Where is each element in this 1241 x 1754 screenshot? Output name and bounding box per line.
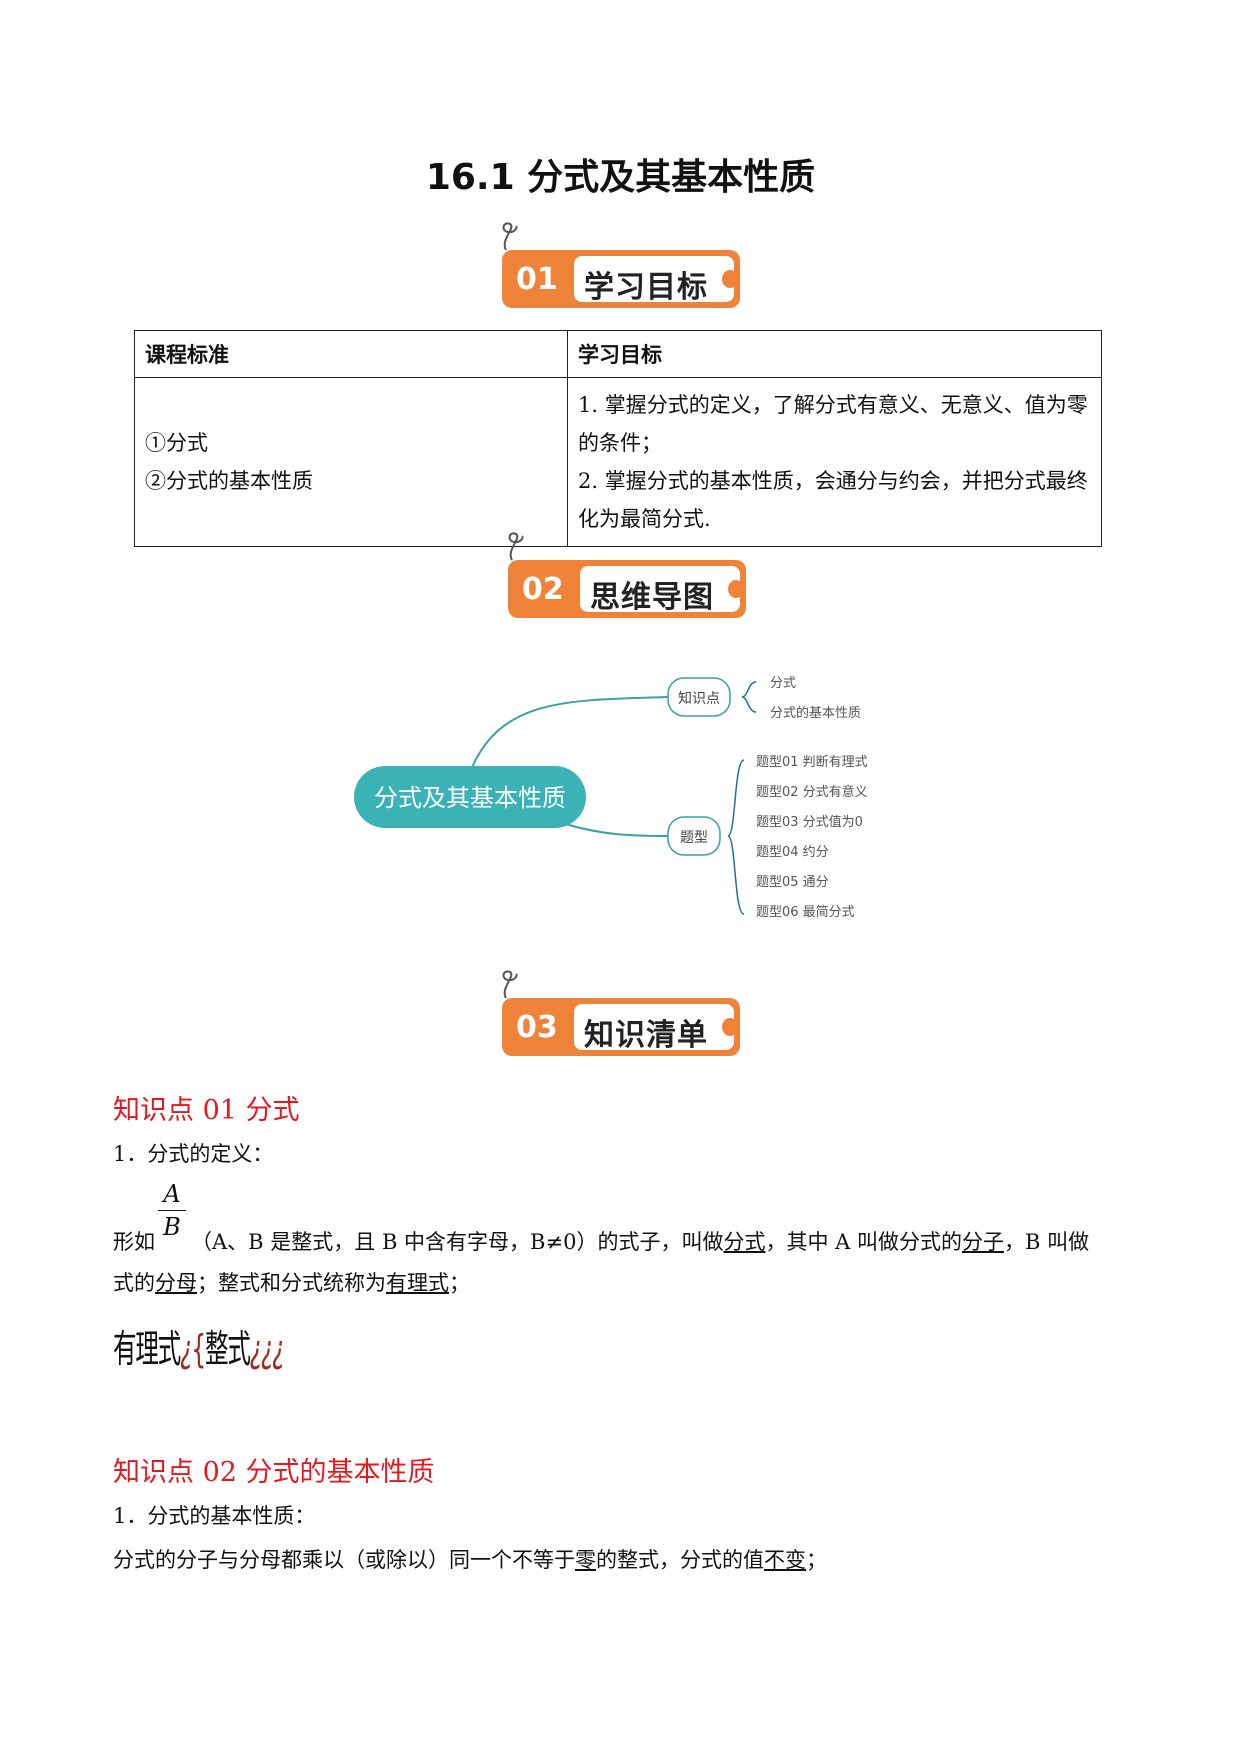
table-header-standard: 课程标准	[134, 330, 568, 378]
fraction-a-over-b: A B	[158, 1180, 186, 1241]
underlined-term: 不变	[764, 1548, 806, 1572]
text-span: ¿¿¿	[249, 1327, 285, 1371]
table-header-objective: 学习目标	[567, 330, 1102, 378]
section-label: 学习目标	[584, 270, 708, 305]
standard-line: ①分式	[145, 431, 208, 455]
kp1-definition-line2: 式的分母；整式和分式统称为有理式；	[113, 1263, 470, 1303]
mind-map-leaf: 题型04 约分	[756, 845, 829, 860]
brace-glyph: {	[191, 1327, 206, 1371]
kp1-item: 1．分式的定义：	[113, 1142, 274, 1166]
text-span: ；整式和分式统称为	[197, 1271, 386, 1295]
mind-map-leaf: 题型05 通分	[756, 875, 829, 890]
mind-map-root	[354, 766, 586, 828]
section-label: 知识清单	[584, 1018, 708, 1053]
section-badge-mindmap: 02 思维导图	[508, 532, 746, 618]
curl-icon	[502, 222, 518, 251]
section-label: 思维导图	[590, 580, 714, 615]
standard-line: ②分式的基本性质	[145, 469, 313, 493]
text-span: 整式	[204, 1327, 251, 1371]
mind-map-branch	[667, 816, 721, 856]
text-span: ，B 叫做	[1003, 1230, 1090, 1254]
text-span: （A、B 是整式，且 B 中含有字母，B≠0）的式子，叫做	[191, 1230, 724, 1254]
section-number: 02	[522, 572, 564, 607]
mind-map-leaf: 题型02 分式有意义	[756, 784, 868, 800]
underlined-term: 分式	[723, 1230, 766, 1254]
mind-map-root-label: 分式及其基本性质	[374, 784, 566, 812]
mind-map-branch-label: 知识点	[678, 690, 720, 707]
mind-map-branch-label: 题型	[680, 830, 708, 846]
kp1-definition-line1: 形如 （A、B 是整式，且 B 中含有字母，B≠0）的式子，叫做分式，其中 A 叫…	[113, 1222, 1089, 1262]
fraction-denominator: B	[163, 1213, 181, 1241]
text-span: 式的	[113, 1271, 155, 1295]
fraction-numerator: A	[163, 1180, 181, 1208]
page-title: 16.1 分式及其基本性质	[425, 157, 816, 198]
text-span: 分式的分子与分母都乘以（或除以）同一个不等于	[113, 1548, 575, 1572]
table-cell-objectives: 1. 掌握分式的定义，了解分式有意义、无意义、值为零的条件； 2. 掌握分式的基…	[567, 377, 1102, 547]
mind-map-leaf: 题型03 分式值为0	[756, 814, 863, 830]
section-badge-knowledge: 03 知识清单	[502, 970, 740, 1056]
underlined-term: 零	[575, 1548, 596, 1572]
mind-map-branch	[667, 677, 731, 717]
underlined-term: 分母	[155, 1271, 197, 1295]
standards-table: 课程标准 学习目标 ①分式 ②分式的基本性质 1. 掌握分式的定义，了解分式有意…	[134, 330, 1102, 547]
text-span: ；	[806, 1548, 827, 1572]
mind-map-leaf: 题型01 判断有理式	[756, 755, 868, 770]
table-cell-standards: ①分式 ②分式的基本性质	[134, 377, 568, 547]
knowledge-point-heading: 知识点 02 分式的基本性质	[113, 1457, 435, 1488]
curl-icon	[508, 532, 524, 561]
text-span: ；	[449, 1271, 470, 1295]
mind-map-leaf: 分式的基本性质	[770, 705, 861, 721]
text-span: 形如	[113, 1230, 155, 1254]
section-number: 01	[516, 262, 558, 297]
mind-map-leaf: 分式	[770, 676, 796, 691]
mind-map-leaf: 题型06 最简分式	[756, 904, 855, 920]
text-span: 有理式	[113, 1327, 181, 1371]
underlined-term: 分子	[961, 1230, 1004, 1254]
section-badge-objectives: 01 学习目标	[502, 222, 740, 308]
objective-line: 1. 掌握分式的定义，了解分式有意义、无意义、值为零的条件；	[578, 393, 1088, 455]
section-number: 03	[516, 1010, 558, 1045]
knowledge-point-heading: 知识点 01 分式	[113, 1095, 300, 1126]
text-span: ，其中 A 叫做分式的	[765, 1230, 962, 1254]
underlined-term: 有理式	[386, 1271, 449, 1295]
kp2-item: 1．分式的基本性质：	[113, 1504, 316, 1528]
kp2-property-line: 分式的分子与分母都乘以（或除以）同一个不等于零的整式，分式的值不变；	[113, 1540, 827, 1580]
objective-line: 2. 掌握分式的基本性质，会通分与约会，并把分式最终化为最简分式.	[578, 469, 1088, 531]
curl-icon	[502, 970, 518, 999]
rational-expression-classification: 有理式¿{整式¿¿¿	[113, 1318, 285, 1373]
text-span: ¿	[179, 1327, 193, 1371]
text-span: 的整式，分式的值	[596, 1548, 764, 1572]
mind-map: 分式及其基本性质 知识点 分式 分式的基本性质 题型 题型01 判断有理式 题型…	[354, 676, 868, 920]
